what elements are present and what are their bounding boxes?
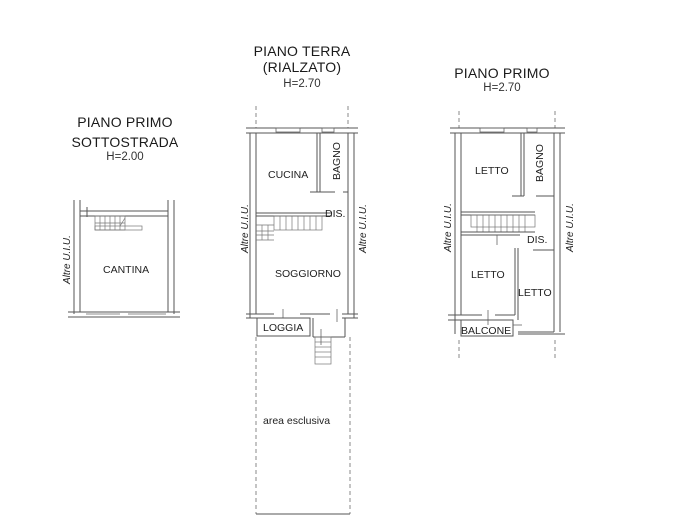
plan-terra-walls [246, 106, 358, 515]
room-letto-1: LETTO [475, 165, 509, 177]
room-cucina: CUCINA [268, 169, 309, 181]
neighbors-label-plan3-left: Altre U.I.U. [443, 203, 454, 252]
plan-3-title: PIANO PRIMO [454, 65, 550, 81]
room-dis-terra: DIS. [325, 208, 346, 220]
room-cantina: CANTINA [103, 264, 150, 276]
plan-2-title-line1: PIANO TERRA [253, 43, 351, 59]
plan-2-height: H=2.70 [283, 78, 321, 90]
neighbors-label-plan3-right: Altre U.I.U. [565, 203, 576, 252]
plan-1-height: H=2.00 [106, 151, 144, 163]
exterior-area-label: area esclusiva [263, 415, 331, 427]
plan-sottostrada-walls [68, 200, 180, 318]
room-balcone: BALCONE [461, 325, 512, 337]
room-dis-primo: DIS. [527, 234, 548, 246]
room-letto-2: LETTO [471, 269, 505, 281]
neighbors-label-plan2-left: Altre U.I.U. [240, 204, 251, 253]
room-loggia: LOGGIA [263, 322, 304, 334]
plan-2-title-line2: (RIALZATO) [262, 59, 342, 75]
neighbors-label-plan1: Altre U.I.U. [62, 235, 73, 284]
room-bagno-terra: BAGNO [331, 142, 343, 180]
room-soggiorno: SOGGIORNO [275, 268, 341, 280]
plan-1-title-line2: SOTTOSTRADA [71, 134, 179, 150]
plan-1-title-line1: PIANO PRIMO [77, 114, 173, 130]
plan-3-height: H=2.70 [483, 82, 521, 94]
plan-primo-walls [448, 111, 565, 360]
room-letto-3: LETTO [518, 287, 552, 299]
neighbors-label-plan2-right: Altre U.I.U. [358, 204, 369, 253]
room-bagno-primo: BAGNO [534, 144, 546, 182]
